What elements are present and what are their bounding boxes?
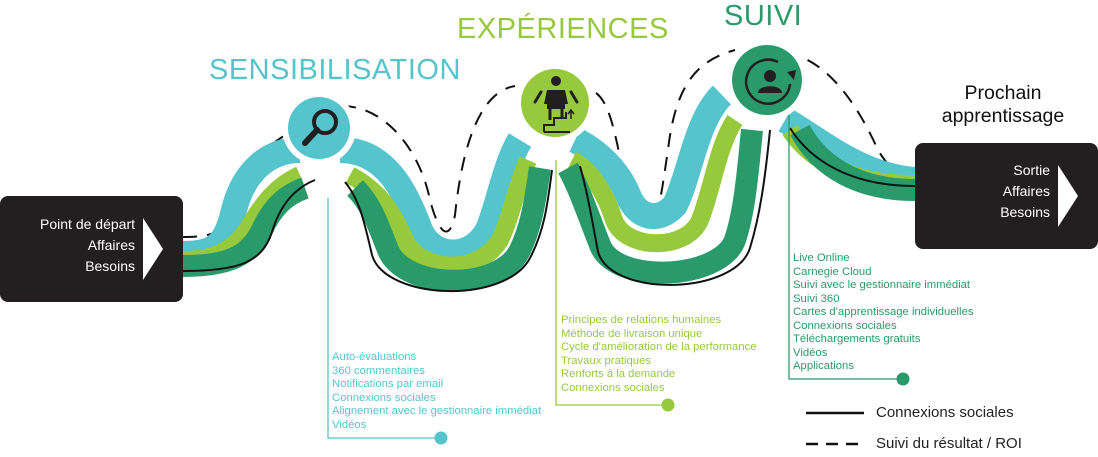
legend-swatches bbox=[806, 411, 864, 446]
person-steps-icon bbox=[533, 76, 579, 133]
list-item: Auto-évaluations bbox=[332, 351, 417, 363]
list-item: Suivi 360 bbox=[793, 292, 840, 305]
end-box: Sortie Affaires Besoins bbox=[915, 143, 1098, 249]
list-item: Renforts à la demande bbox=[561, 368, 676, 380]
sensibilisation-pointer bbox=[327, 198, 441, 439]
suivi-pointer bbox=[788, 115, 903, 380]
list-item: Principes de relations humaines bbox=[561, 314, 722, 326]
lime-ribbon bbox=[182, 114, 916, 275]
list-item: Notifications par email bbox=[332, 378, 444, 390]
end-line-3: Besoins bbox=[1000, 204, 1050, 220]
legend-label-social: Connexions sociales bbox=[876, 404, 1014, 421]
list-item: Connexions sociales bbox=[793, 319, 897, 332]
sensibilisation-dot bbox=[434, 431, 448, 445]
list-item: 360 commentaires bbox=[332, 364, 425, 377]
sensibilisation-list: Auto-évaluations 360 commentaires Notifi… bbox=[332, 351, 541, 432]
list-item: Live Online bbox=[793, 252, 850, 264]
experiences-dot bbox=[661, 398, 675, 412]
chevron-right-icon bbox=[143, 218, 163, 280]
experiences-pointer bbox=[555, 160, 668, 406]
list-item: Cartes d'apprentissage individuelles bbox=[793, 306, 974, 318]
list-item: Connexions sociales bbox=[332, 391, 436, 404]
list-item: Suivi avec le gestionnaire immédiat bbox=[793, 279, 971, 291]
start-line-2: Affaires bbox=[87, 237, 135, 253]
green-ribbon bbox=[182, 124, 916, 292]
list-item: Applications bbox=[793, 360, 854, 372]
magnifier-icon bbox=[302, 109, 338, 146]
list-item: Carnegie Cloud bbox=[793, 265, 872, 278]
chevron-right-icon bbox=[1058, 165, 1078, 227]
list-item: Téléchargements gratuits bbox=[793, 333, 921, 345]
list-item: Travaux pratiques bbox=[561, 354, 651, 367]
end-line-1: Sortie bbox=[1013, 162, 1050, 178]
next-step-title: Prochain apprentissage bbox=[918, 82, 1088, 128]
list-item: Connexions sociales bbox=[561, 381, 665, 394]
start-line-3: Besoins bbox=[85, 258, 135, 274]
list-item: Alignement avec le gestionnaire immédiat bbox=[332, 405, 542, 417]
suivi-dot bbox=[896, 372, 910, 386]
list-item: Vidéos bbox=[332, 418, 367, 431]
next-title-line-1: Prochain bbox=[964, 82, 1042, 104]
legend-label-roi: Suivi du résultat / ROI bbox=[876, 435, 1022, 452]
suivi-list: Live Online Carnegie Cloud Suivi avec le… bbox=[793, 252, 974, 374]
social-connection-line bbox=[182, 127, 916, 293]
list-item: Cycle d'amélioration de la performance bbox=[561, 341, 757, 353]
list-item: Vidéos bbox=[793, 346, 828, 359]
start-box: Point de départ Affaires Besoins bbox=[0, 196, 183, 302]
stage-title-suivi: SUIVI bbox=[724, 0, 803, 32]
list-item: Méthode de livraison unique bbox=[561, 327, 703, 340]
teal-ribbon bbox=[182, 85, 917, 267]
experiences-list: Principes de relations humaines Méthode … bbox=[561, 314, 757, 395]
person-cycle-icon bbox=[744, 58, 796, 105]
next-title-line-2: apprentissage bbox=[941, 105, 1065, 127]
stage-title-experiences: EXPÉRIENCES bbox=[457, 13, 669, 45]
stage-title-sensibilisation: SENSIBILISATION bbox=[209, 54, 461, 86]
start-line-1: Point de départ bbox=[40, 216, 135, 232]
end-line-2: Affaires bbox=[1002, 183, 1050, 199]
